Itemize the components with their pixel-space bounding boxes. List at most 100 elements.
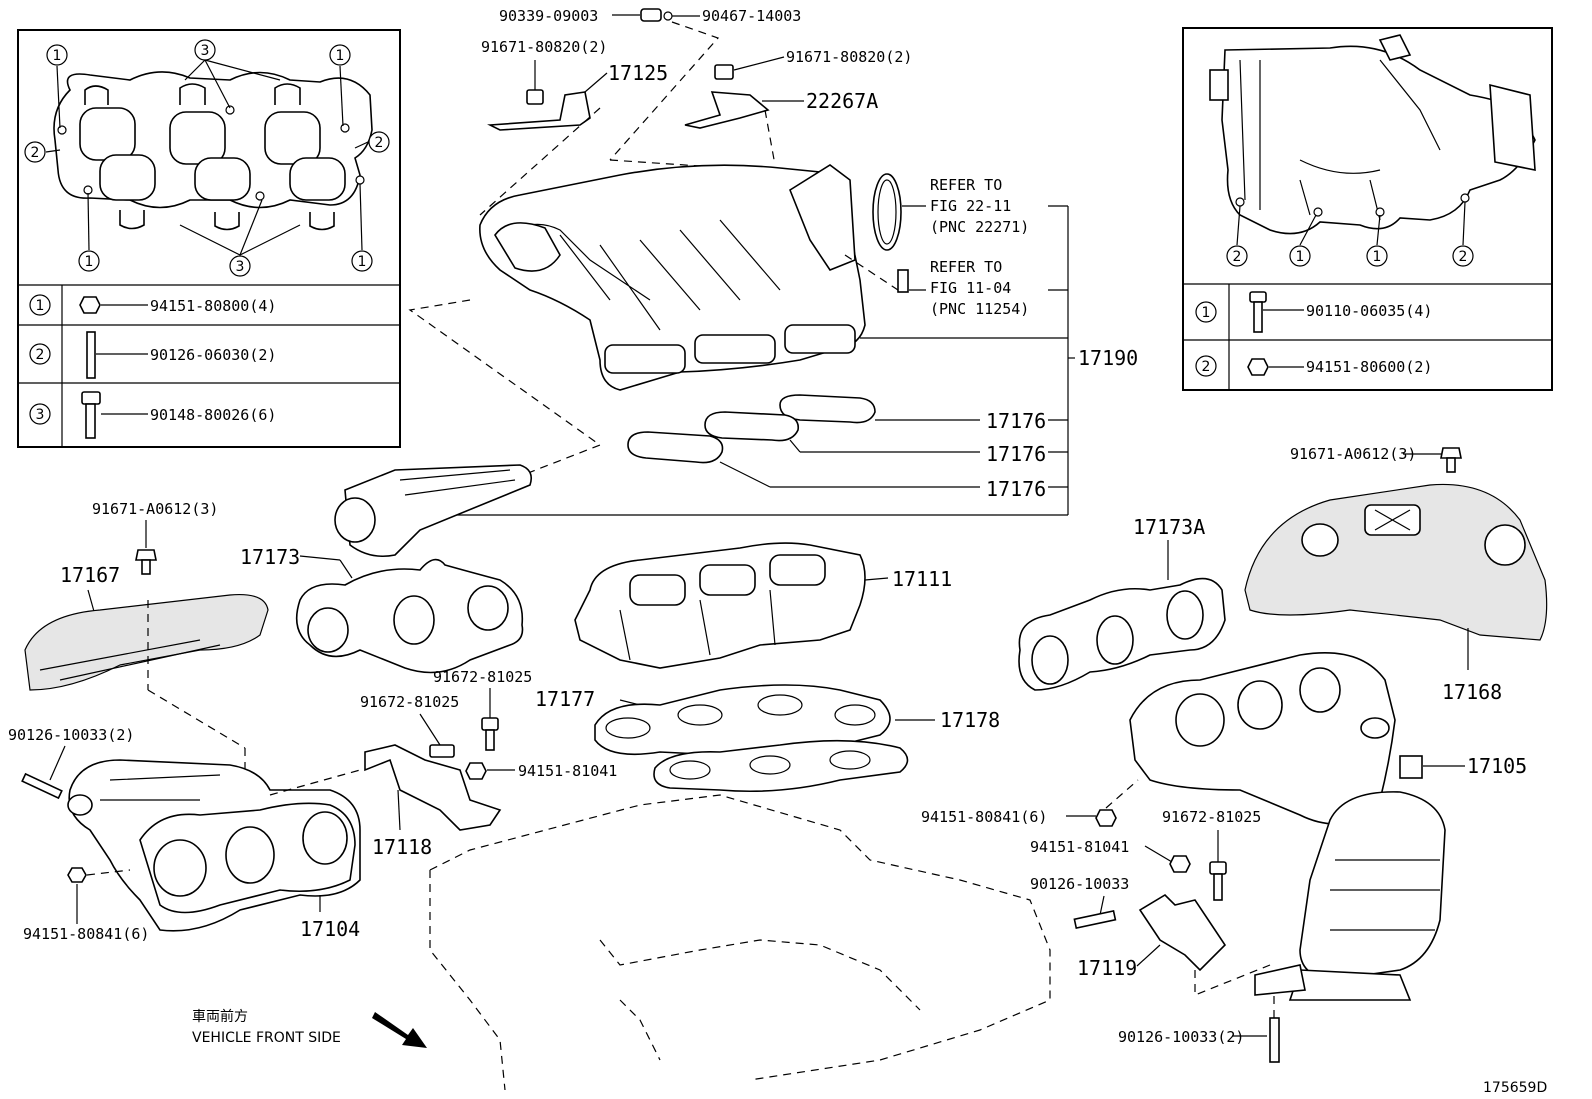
label-p-17190: 17190 [1078, 346, 1138, 370]
gasket-17173a: 17173A [1018, 515, 1226, 691]
label-p-91672-81025-c: 91672-81025 [1162, 808, 1261, 826]
nut-icon [465, 762, 487, 780]
bolt-icon [1209, 861, 1227, 875]
nut-icon [1169, 855, 1191, 873]
label-p-17104: 17104 [300, 917, 360, 941]
label-p-17173: 17173 [240, 545, 300, 569]
intake-flange-drawing [53, 71, 373, 231]
left-table-row-1: 1 94151-80800(4) [29, 294, 276, 316]
stud-icon [1073, 910, 1117, 930]
label-refer1-line3: (PNC 22271) [930, 218, 1029, 236]
label-refer1-line2: FIG 22-11 [930, 197, 1011, 215]
engine-block-phantom [429, 794, 1051, 1091]
label-part: 90126-06030(2) [150, 346, 276, 364]
stud-icon [86, 331, 96, 379]
label-part: 94151-80600(2) [1306, 358, 1432, 376]
label-p-90126-10033-left: 90126-10033(2) [8, 726, 134, 744]
label-p-91672-81025-a: 91672-81025 [360, 693, 459, 711]
stud-icon [21, 772, 63, 800]
label-num: 1 [36, 298, 45, 314]
bolt-icon [481, 717, 499, 731]
bolt-icon [1440, 447, 1462, 459]
left-inset-panel: 1 1 3 2 2 1 1 3 [17, 29, 401, 448]
nut-icon [1247, 358, 1269, 376]
figure-id: 175659D [1483, 1080, 1547, 1096]
bolt-icon [135, 549, 157, 561]
exhaust-manifold-17104: 90126-10033(2) 17104 94151-80841(6) [8, 726, 361, 943]
label-p-90467: 90467-14003 [702, 7, 801, 25]
intake-manifold-17190: REFER TO FIG 22-11 (PNC 22271) REFER TO … [420, 164, 1138, 516]
nut-icon [1095, 809, 1117, 827]
gaskets-17177-17178: 17177 17178 [535, 684, 1000, 793]
arrow-icon [372, 1012, 427, 1048]
bracket-17119 [1138, 893, 1227, 972]
heat-insulator-17168: 91671-A0612(3) 17168 [1244, 445, 1548, 704]
right-inset-panel: 2 1 1 2 1 90110-06035(4) 2 94151-80600(2… [1182, 27, 1553, 391]
label-p-90126-10033-mid: 90126-10033 [1030, 875, 1129, 893]
label-num: 1 [1202, 305, 1211, 321]
bracket-22267a [684, 91, 770, 129]
right-fasteners: 94151-80841(6) 91672-81025 94151-81041 9… [921, 779, 1280, 1063]
label-p-94151-80841-left: 94151-80841(6) [23, 925, 149, 943]
label-callout-1: 1 [336, 48, 345, 64]
o-ring-icon [872, 173, 902, 251]
label-refer2-line1: REFER TO [930, 258, 1002, 276]
label-num: 2 [36, 347, 45, 363]
bolt-icon [526, 89, 544, 105]
label-refer2-line2: FIG 11-04 [930, 279, 1011, 297]
right-table-row-2: 2 94151-80600(2) [1195, 355, 1432, 377]
label-num: 3 [36, 407, 45, 423]
label-part: 90148-80026(6) [150, 406, 276, 424]
label-p-90126-10033-right: 90126-10033(2) [1118, 1028, 1244, 1046]
label-callout-3: 3 [236, 259, 245, 275]
label-p-17111: 17111 [892, 567, 952, 591]
label-p-17173A: 17173A [1133, 515, 1205, 539]
label-p-17176-b: 17176 [986, 442, 1046, 466]
bolt-icon [1249, 291, 1267, 303]
label-p-17176-c: 17176 [986, 477, 1046, 501]
throttle-body-component [334, 464, 533, 558]
label-p-90339: 90339-09003 [499, 7, 598, 25]
bracket-17118: 91672-81025 91672-81025 94151-81041 1711… [360, 668, 617, 859]
label-p-94151-81041-b: 94151-81041 [1030, 838, 1129, 856]
label-p-94151-81041-a: 94151-81041 [518, 762, 617, 780]
label-callout-2: 2 [31, 145, 40, 161]
pipe-icon [640, 8, 662, 22]
intake-base-17111: 17111 [574, 542, 952, 669]
label-p-91671-80820-a: 91671-80820(2) [481, 38, 607, 56]
gaskets-17176: 17176 17176 17176 [408, 299, 1068, 501]
vehicle-front-indicator: 車両前方 VEHICLE FRONT SIDE [192, 1008, 427, 1048]
label-callout-1: 1 [85, 254, 94, 270]
label-callout-1: 1 [1373, 249, 1382, 265]
label-callout-2: 2 [1233, 249, 1242, 265]
top-fittings: 90339-09003 90467-14003 91671-80820(2) 1… [479, 7, 912, 216]
bolt-icon [81, 391, 101, 405]
label-p-17119: 17119 [1077, 956, 1137, 980]
label-callout-1: 1 [358, 254, 367, 270]
bolt-icon [897, 269, 909, 293]
label-refer1-line1: REFER TO [930, 176, 1002, 194]
label-callout-2: 2 [1459, 249, 1468, 265]
label-p-17176-a: 17176 [986, 409, 1046, 433]
exhaust-manifold-17105: 17105 [1129, 652, 1527, 1001]
label-p-91671-80820-b: 91671-80820(2) [786, 48, 912, 66]
label-p-91671-A0612-right: 91671-A0612(3) [1290, 445, 1416, 463]
label-p-17168: 17168 [1442, 680, 1502, 704]
label-callout-1: 1 [1296, 249, 1305, 265]
left-table-row-3: 3 90148-80026(6) [29, 391, 276, 439]
nut-icon [79, 296, 101, 314]
heat-insulator-17167: 91671-A0612(3) 17167 [24, 500, 269, 790]
label-p-17178: 17178 [940, 708, 1000, 732]
stud-icon [1269, 1017, 1280, 1063]
label-callout-2: 2 [375, 135, 384, 151]
label-p-17105: 17105 [1467, 754, 1527, 778]
label-p-17118: 17118 [372, 835, 432, 859]
right-table-row-1: 1 90110-06035(4) [1195, 291, 1432, 333]
label-part: 90110-06035(4) [1306, 302, 1432, 320]
bolt-icon [429, 744, 455, 758]
label-p-22267A: 22267A [806, 89, 878, 113]
label-refer2-line3: (PNC 11254) [930, 300, 1029, 318]
left-inset-callouts: 1 1 3 2 2 1 1 3 [24, 39, 390, 277]
bolt-icon [714, 64, 734, 80]
